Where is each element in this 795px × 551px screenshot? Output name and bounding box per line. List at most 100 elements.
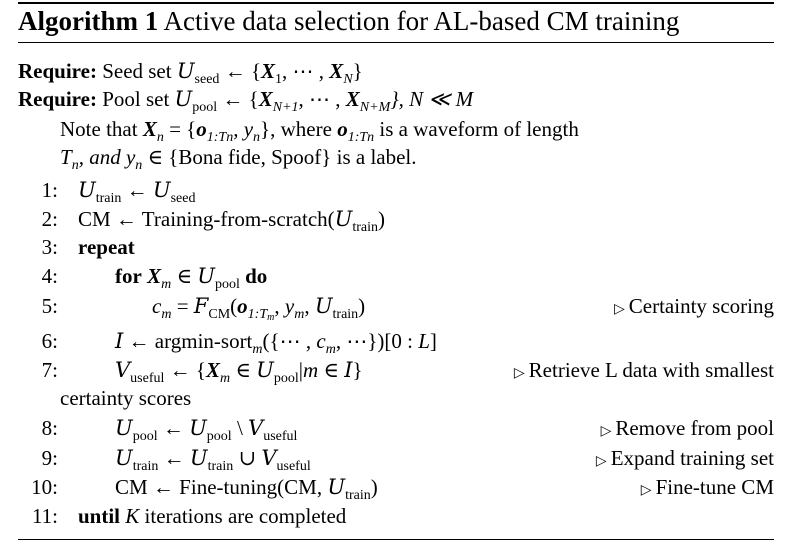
dots: , ⋯ , [298,87,346,111]
note-text: = { [169,117,197,141]
sub: pool [132,429,158,444]
step-text: iterations are completed [144,504,347,528]
n-sub: n [226,130,234,145]
line-number: 8: [41,416,58,440]
triangle-icon: ▷ [513,366,525,381]
seed-symbol: U [176,59,195,83]
n-sub: n [367,130,375,145]
x-symbol: X [261,59,276,83]
title-rule [18,42,774,43]
triangle-icon: ▷ [600,424,612,439]
line-number: 6: [41,329,58,353]
comment-text: Expand training set [610,446,774,470]
comment-text: Certainty scoring [628,294,774,318]
x-symbol: X [142,117,157,141]
algorithm-caption: Active data selection for AL-based CM tr… [163,6,680,36]
o-symbol: o [337,117,348,141]
sub: CM [208,307,231,322]
line-number: 10: [31,475,58,499]
u-symbol: U [334,207,353,231]
step-text: ← [162,416,184,440]
comment-retrieve: ▷Retrieve L data with smallest [514,355,774,389]
pool-arrow: ← { [222,87,259,111]
note-line-2: Tn, and yn ∈ {Bona fide, Spoof} is a lab… [60,142,774,173]
close-brace: }, N ≪ M [390,87,474,111]
note-text: ∈ {Bona fide, Spoof} is a label. [147,145,417,169]
note-text: Note that [60,117,138,141]
pool-symbol: U [174,87,193,111]
step-8: 8: Upool ← Upool \ Vuseful ▷Remove from … [18,413,774,444]
x-symbol: X [147,264,162,288]
triangle-icon: ▷ [640,483,652,498]
line-number: 7: [41,358,58,382]
x-sub: 1 [275,72,283,87]
u-symbol: U [314,294,333,318]
note-text: T [60,145,72,169]
o-symbol: o [196,117,207,141]
n-sub: n [253,130,261,145]
step-2: 2: CM ← Training-from-scratch(Utrain) [18,204,774,235]
line-number: 4: [41,264,58,288]
step-text: ← [126,178,153,202]
step-text: certainty scores [60,386,192,410]
seed-sub: seed [194,72,220,87]
do-keyword: do [245,264,268,288]
line-number: 2: [41,207,58,231]
sub: pool [273,371,299,386]
step-1: 1: Utrain ← Useed [18,175,774,206]
dots: , ⋯ , [282,59,330,83]
x-sub: N+1 [272,100,299,115]
x-symbol: X [258,87,273,111]
sub: useful [263,429,298,444]
comment-remove: ▷Remove from pool [601,413,774,447]
x-symbol: X [329,59,344,83]
comment-text: Fine-tune CM [655,475,774,499]
x-sub: N [343,72,353,87]
sub: train [332,307,359,322]
step-7: 7: Vuseful ← {Xm ∈ Upool|m ∈ I} ▷Retriev… [18,355,774,386]
require-pool-text: Pool set [102,87,170,111]
n-sub: n [71,158,79,173]
seed-arrow: ← { [224,59,262,83]
line-number: 9: [41,446,58,470]
x-sub: N+M [359,100,391,115]
triangle-icon: ▷ [614,302,625,317]
step-3: 3: repeat [18,232,774,262]
require-keyword: Require: [18,59,97,83]
i-symbol: I [115,329,124,353]
line-number: 11: [31,504,58,528]
x-symbol: X [345,87,360,111]
step-6: 6: I ← argmin-sortm({⋯ , cm, ⋯})[0 : L] [18,326,774,357]
for-keyword: for [115,264,142,288]
line-number: 1: [41,178,58,202]
u-symbol: U [197,264,215,288]
u-symbol: U [256,358,274,382]
step-7-continued: certainty scores [18,383,774,413]
sub: train [132,459,159,474]
step-text: = [176,294,194,318]
note-text: , and y [78,145,136,169]
line-number: 3: [41,235,58,259]
u-symbol: U [152,178,171,202]
u-symbol: U [115,416,133,440]
v-symbol: V [115,358,131,382]
algorithm-label: Algorithm 1 [18,6,159,36]
u-symbol: U [115,446,133,470]
require-seed: Require: Seed set Useed ← {X1, ⋯ , XN} [18,56,774,87]
bottom-rule [18,539,774,540]
repeat-keyword: repeat [78,235,135,259]
sub: train [345,488,371,503]
pool-sub: pool [192,100,218,115]
require-keyword: Require: [18,87,97,111]
comment-certainty-scoring: ▷Certainty scoring [614,291,774,325]
step-11: 11: until K iterations are completed [18,501,774,531]
sub: useful [130,371,165,386]
sub: 1:T [347,130,368,145]
u-symbol: U [327,475,346,499]
sub: 1:T [206,130,227,145]
algorithm-title: Algorithm 1 Active data selection for AL… [18,5,679,37]
step-4: 4: for Xm ∈ Upool do [18,261,774,292]
step-text: ← { [169,358,206,382]
require-pool: Require: Pool set Upool ← {XN+1, ⋯ , XN+… [18,84,774,115]
note-text: is a waveform of length [379,117,579,141]
